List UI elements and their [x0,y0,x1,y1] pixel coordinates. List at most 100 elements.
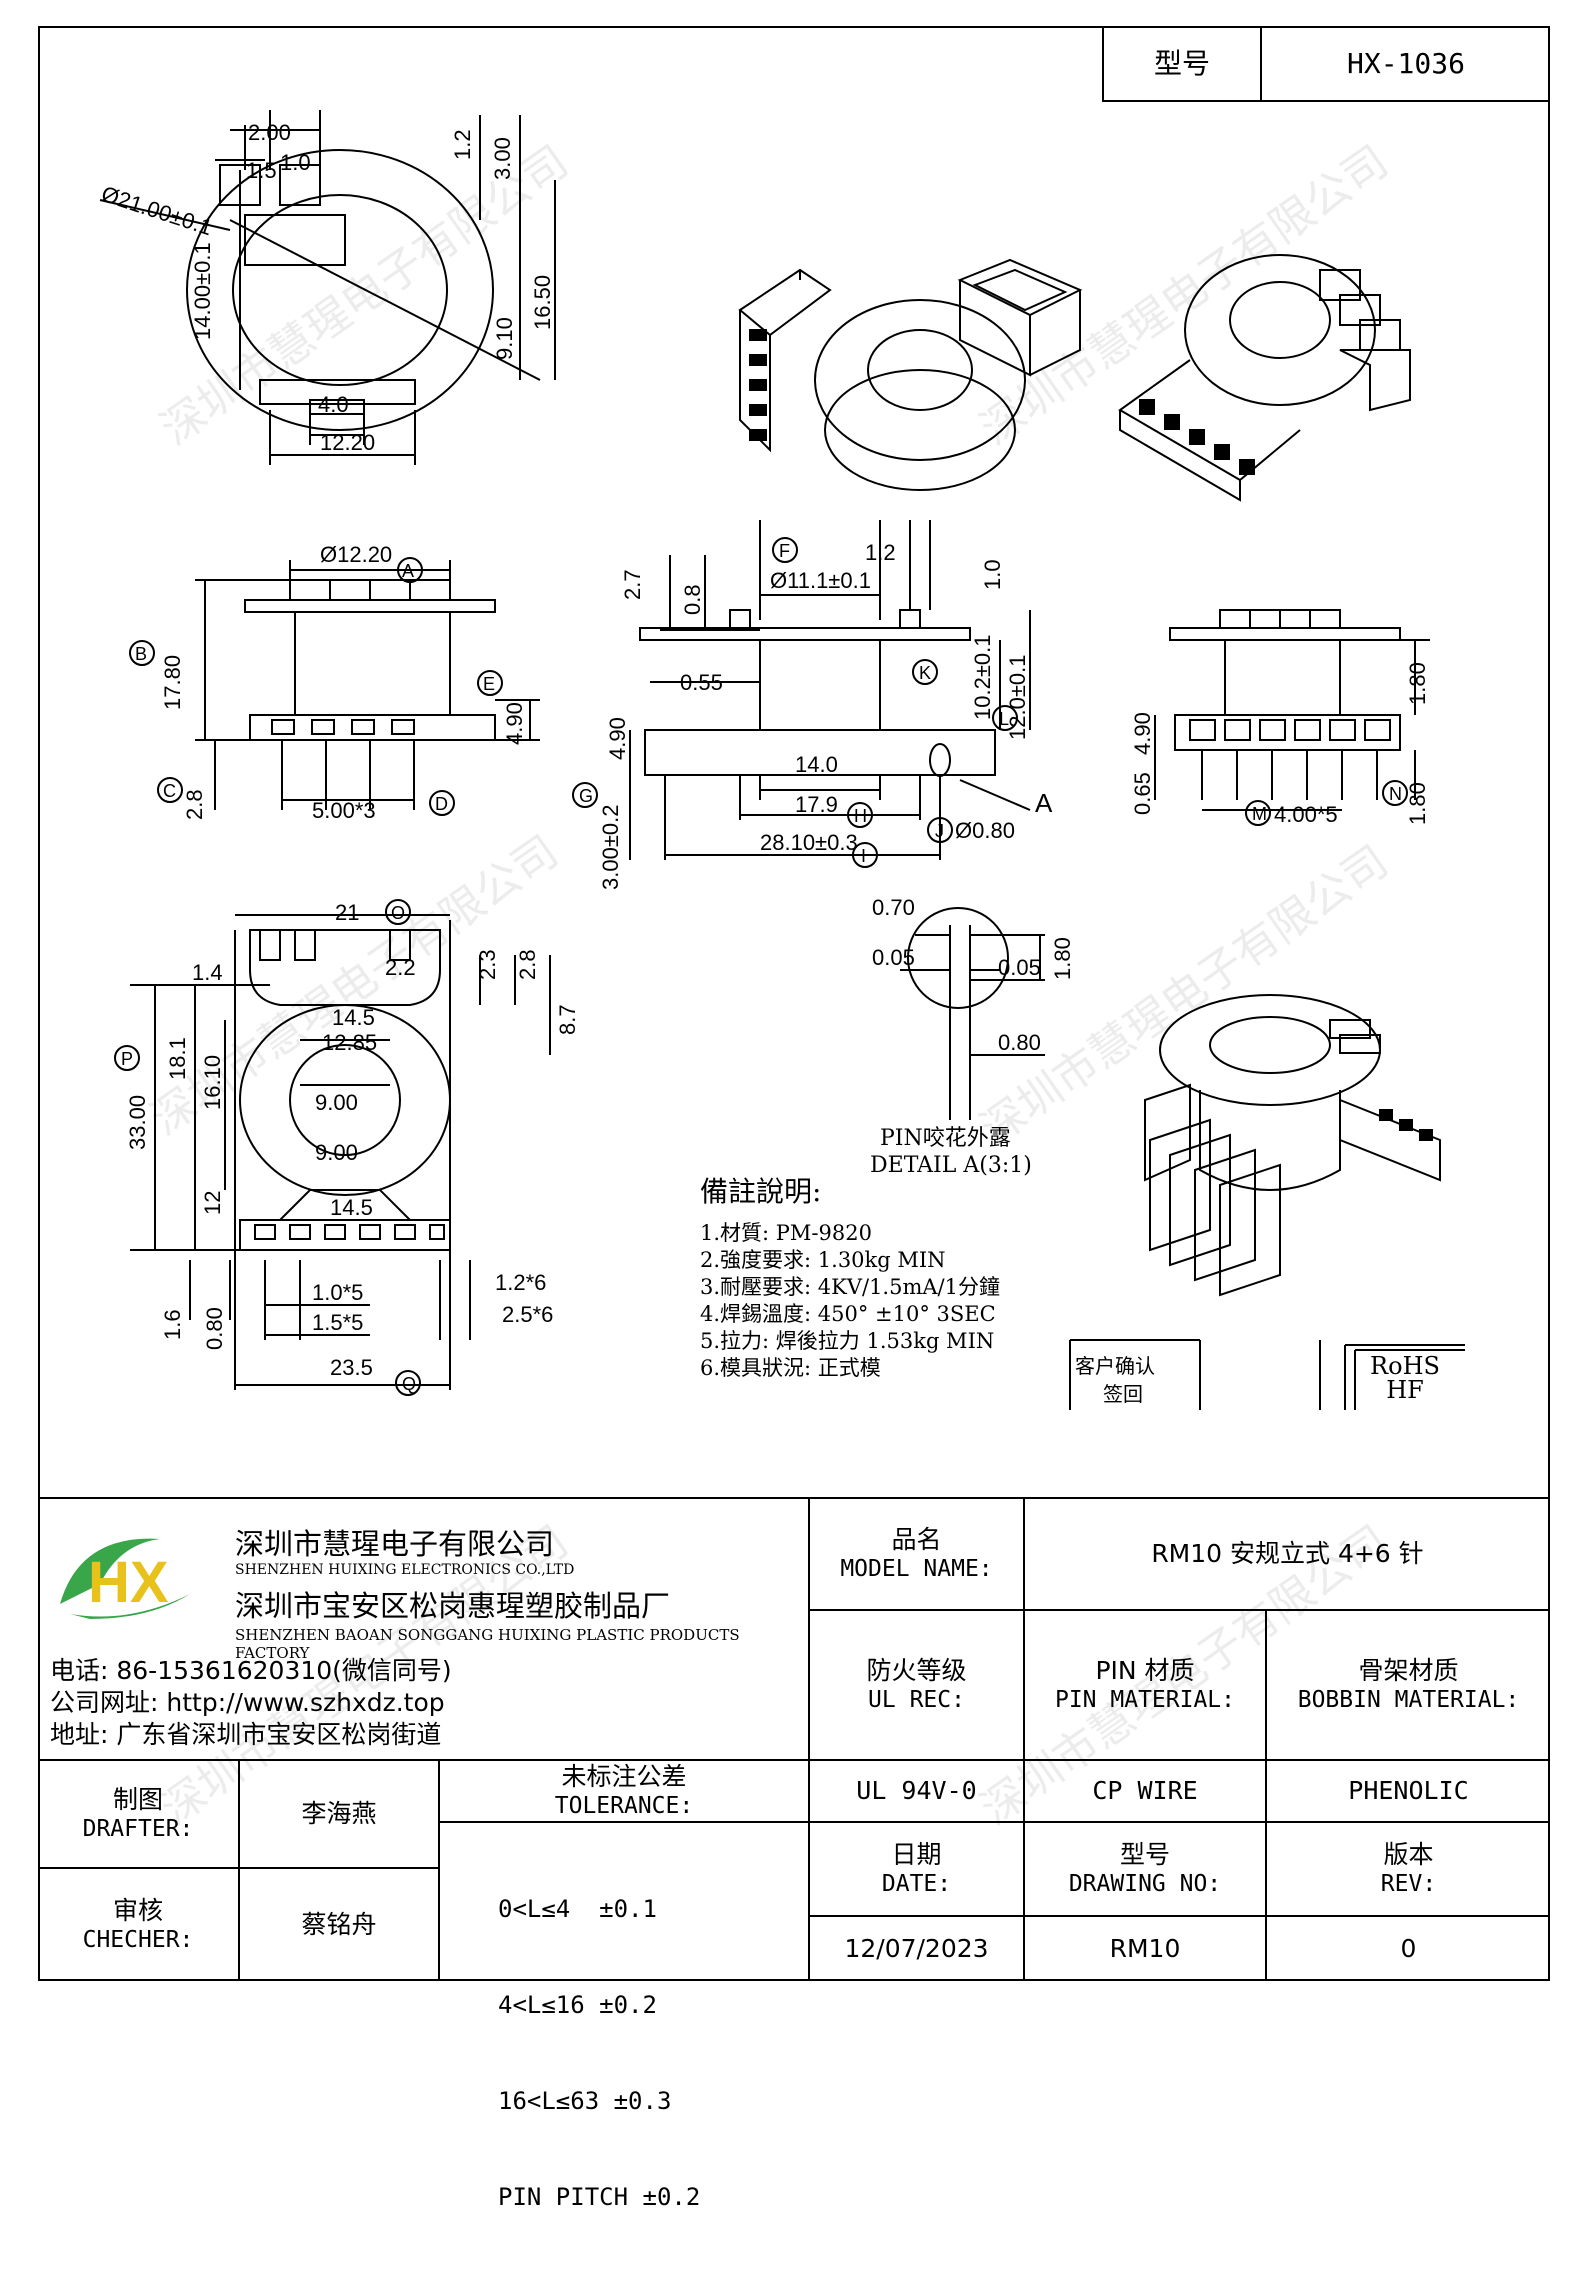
dim-label: 0.65 [1130,772,1155,815]
dim-label: 1.5*5 [312,1310,363,1335]
factory-name-cn: 深圳市宝安区松岗惠瑆塑胶制品厂 [235,1589,671,1623]
dim-label: 9.00 [315,1090,358,1115]
dim-label: 0.70 [872,895,915,920]
top-view [99,110,556,465]
dim-label: 4.00*5 [1274,802,1338,827]
grid-line [438,1821,808,1823]
grid-line [1265,1609,1267,1981]
model-box-value: HX-1036 [1346,46,1465,80]
model-box-label: 型号 [1104,26,1262,100]
dim-label: 12 [200,1191,225,1215]
dim-label: O [391,903,405,923]
pin-value: CP WIRE [1092,1776,1198,1806]
bobbin-cn: 骨架材质 [1358,1656,1459,1685]
dim-label: 4.90 [502,702,527,745]
dim-label: 21 [335,900,359,925]
tolerance-cn: 未标注公差 [561,1762,687,1791]
notes-item: 6.模具狀況: 正式模 [700,1356,881,1380]
drafter-value: 李海燕 [301,1799,377,1829]
dim-label: 8.7 [555,1004,580,1035]
bobbin-value: PHENOLIC [1348,1776,1469,1806]
dim-label: 1.0*5 [312,1280,363,1305]
date-en: DATE: [881,1871,952,1898]
dim-label: 4.90 [605,717,630,760]
company-website: 公司网址: http://www.szhxdz.top [50,1688,445,1717]
rev-value: 0 [1400,1934,1417,1964]
svg-text:HX: HX [88,1550,169,1615]
technical-drawing: 2.00 1.5 1.0 1.2 3.00 Ø21.00±0.1 14.00±0… [98,110,1465,1410]
dim-label: 0.05 [872,945,915,970]
model-box: 型号 HX-1036 [1102,26,1550,102]
logo-icon: HX [60,1538,190,1619]
ul-en: UL REC: [868,1687,965,1714]
isometric-view-2 [1118,254,1411,502]
dim-label: 5.00*3 [312,798,376,823]
drafter-cn: 制图 [112,1785,163,1814]
dim-label: 14.00±0.1 [190,242,215,340]
detail-caption-line2: DETAIL A(3:1) [870,1153,1032,1178]
drafter-label: 制图 DRAFTER: [38,1761,238,1867]
model-name-cn: 品名 [891,1525,942,1554]
dim-label: 10.2±0.1 [970,635,995,720]
isometric-view-1 [738,258,1083,491]
dim-label: 3.00±0.2 [598,805,623,890]
dim-label: 2.3 [475,949,500,980]
bobbin-material-label: 骨架材质 BOBBIN MATERIAL: [1267,1611,1550,1759]
dim-label: 12.0±0.1 [1005,655,1030,740]
model-name-label: 品名 MODEL NAME: [810,1499,1023,1609]
dim-label: 1.0 [980,559,1005,590]
rev-en: REV: [1380,1871,1437,1898]
front-view [129,557,540,816]
ul-label: 防火等级 UL REC: [810,1611,1023,1759]
dim-label: 28.10±0.3 [760,830,858,855]
checker-en: CHECHER: [82,1927,194,1954]
notes: 備註說明: 1.材質: PM-9820 2.強度要求: 1.30kg MIN 3… [700,1170,1120,1382]
drafter-en: DRAFTER: [82,1816,194,1843]
rohs-mark: RoHS HF [1360,1354,1450,1402]
dim-label: 16.10 [200,1055,225,1110]
dim-label: 12.85 [322,1030,377,1055]
title-block: HX 深圳市慧瑆电子有限公司 SHENZHEN HUIXING ELECTRON… [38,1497,1550,2211]
dim-label: 16.50 [530,275,555,330]
dim-label: 1.2 [450,129,475,160]
company-info: HX 深圳市慧瑆电子有限公司 SHENZHEN HUIXING ELECTRON… [38,1499,808,1759]
drawing-no-value: RM10 [1109,1934,1181,1964]
rev-cn: 版本 [1383,1840,1434,1869]
rohs-line2: HF [1386,1376,1424,1404]
dim-label: 4.0 [318,392,349,417]
dim-label: G [579,786,593,806]
dim-label: I [861,846,866,866]
tolerance-table: 0<L≤4 ±0.1 4<L≤16 ±0.2 16<L≤63 ±0.3 PIN … [498,1829,700,2277]
company-phone: 电话: 86-15361620310(微信同号) [50,1656,452,1685]
dim-label: 2.7 [620,569,645,600]
company-logo: HX [50,1524,220,1629]
dim-label: 1.80 [1405,782,1430,825]
dim-label: M [1252,804,1267,824]
notes-item: 5.拉力: 焊後拉力 1.53kg MIN [700,1329,995,1353]
dim-label: L [999,709,1009,729]
notes-item: 1.材質: PM-9820 [700,1221,872,1245]
dim-label: 3.00 [490,137,515,180]
model-name-value: RM10 安规立式 4+6 针 [1151,1539,1424,1569]
grid-line [38,1759,1550,1761]
tolerance-line: 4<L≤16 ±0.2 [498,1991,657,2019]
grid-line [808,1915,1550,1917]
rohs-box [1344,1344,1465,1410]
dim-label: 2.8 [515,949,540,980]
company-name-en: SHENZHEN HUIXING ELECTRONICS CO.,LTD [235,1562,575,1578]
rohs-line1: RoHS [1370,1352,1440,1380]
customer-confirm-line1: 客户确认 [1075,1354,1155,1378]
dim-label: 0.80 [998,1030,1041,1055]
dim-label: 14.5 [330,1195,373,1220]
dim-label: 0.55 [680,670,723,695]
dim-label: 23.5 [330,1355,373,1380]
dim-label: A [1035,788,1053,818]
dim-label: J [935,821,944,841]
grid-line [808,1609,1550,1611]
dim-label: 2.00 [248,120,291,145]
dim-label: 9.10 [492,317,517,360]
customer-confirm-box [1069,1339,1321,1410]
dim-label: 1.0 [280,150,311,175]
date-label: 日期 DATE: [810,1823,1023,1915]
customer-confirm-line2: 签回 [1103,1382,1143,1406]
